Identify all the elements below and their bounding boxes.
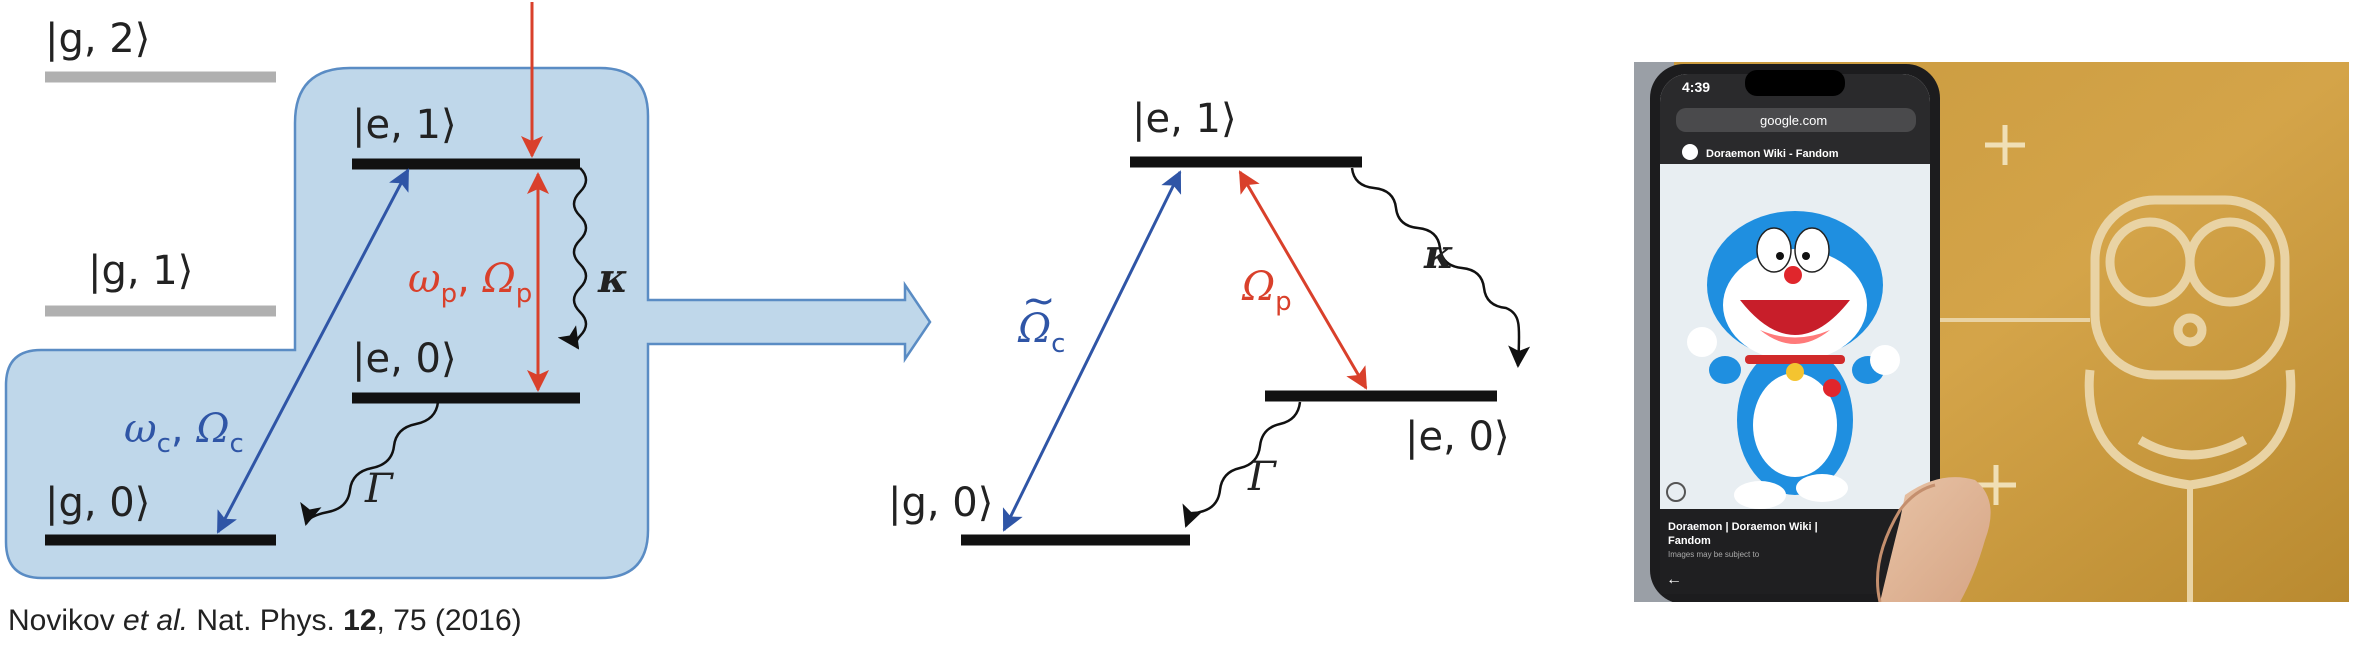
- citation-volume: 12: [343, 604, 376, 637]
- gamma-label: Γ: [364, 466, 394, 512]
- back-arrow-icon: ←: [1666, 571, 1682, 588]
- left-energy-diagram: |g, 2⟩ |g, 1⟩ |e, 1⟩ |e, 0⟩ |g, 0⟩ ωp, Ω…: [6, 2, 930, 578]
- r-label-e0: |e, 0⟩: [1405, 414, 1510, 460]
- r-label-e1: |e, 1⟩: [1132, 96, 1237, 142]
- r-control-tilde: ~: [1022, 278, 1056, 324]
- status-time: 4:39: [1682, 79, 1710, 95]
- r-gamma-label: Γ: [1247, 454, 1277, 500]
- kappa-label: κ: [597, 255, 628, 302]
- site-icon: [1682, 144, 1698, 160]
- citation-journal: Nat. Phys.: [188, 604, 343, 637]
- url-text: google.com: [1760, 113, 1827, 128]
- photo-phone-on-chip: 4:39 google.com Doraemon Wiki - Fandom: [1634, 62, 2349, 604]
- result-title-line1: Doraemon | Doraemon Wiki |: [1668, 521, 1818, 533]
- citation-authors: Novikov: [8, 604, 123, 637]
- result-note: Images may be subject to: [1668, 550, 1760, 559]
- control-label: ωc, Ωc: [124, 406, 244, 459]
- r-gamma-decay-arrow: [1186, 402, 1300, 526]
- citation: Novikov et al. Nat. Phys. 12, 75 (2016): [8, 604, 522, 638]
- result-title-line2: Fandom: [1668, 535, 1711, 547]
- r-label-g0: |g, 0⟩: [888, 480, 993, 526]
- label-g2: |g, 2⟩: [45, 16, 150, 62]
- citation-rest: , 75 (2016): [377, 604, 522, 637]
- citation-etal: et al.: [123, 604, 188, 637]
- label-g0: |g, 0⟩: [45, 480, 150, 526]
- label-e1: |e, 1⟩: [352, 102, 457, 148]
- notch: [1745, 70, 1845, 96]
- r-kappa-label: κ: [1423, 231, 1454, 278]
- site-title: Doraemon Wiki - Fandom: [1706, 148, 1839, 160]
- label-g1: |g, 1⟩: [88, 248, 193, 294]
- right-energy-diagram: |e, 1⟩ |e, 0⟩ |g, 0⟩ Ωc ~ Ωp κ Γ: [888, 96, 1519, 540]
- r-probe-label: Ωp: [1241, 264, 1292, 317]
- probe-label: ωp, Ωp: [408, 256, 532, 309]
- label-e0: |e, 0⟩: [352, 336, 457, 382]
